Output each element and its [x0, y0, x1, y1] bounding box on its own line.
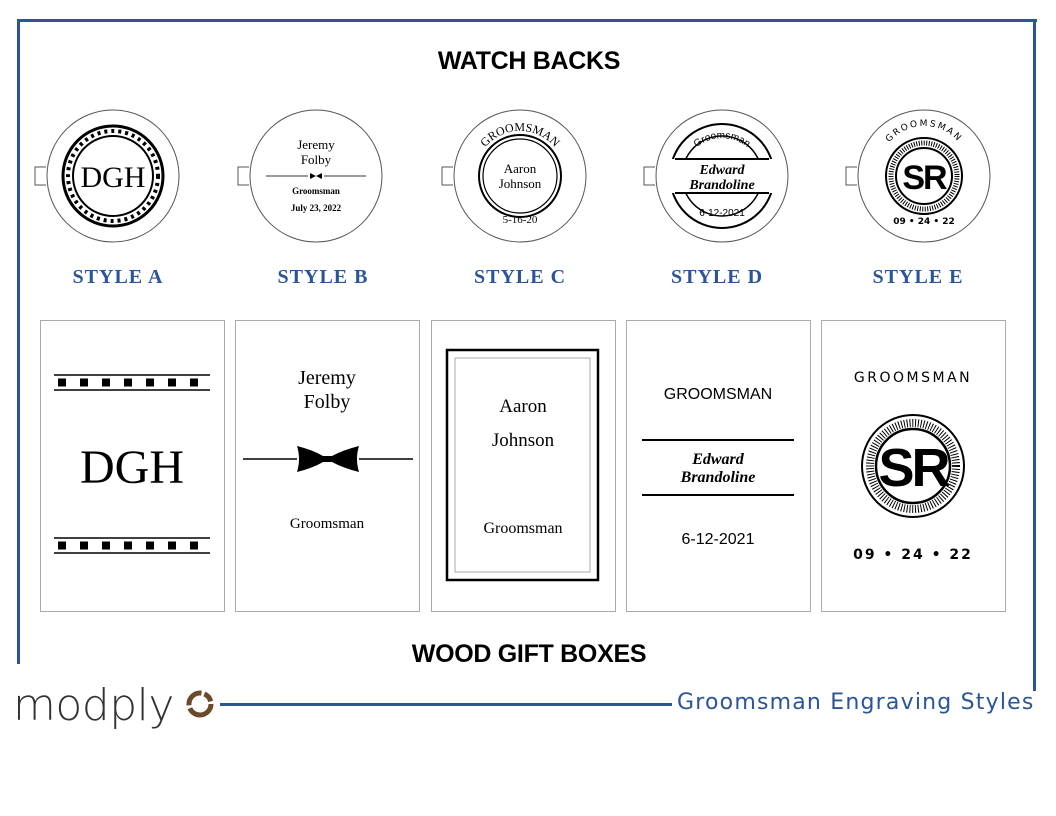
logo-text: modply — [13, 680, 174, 731]
bowtie-icon — [297, 446, 359, 472]
watch-last-name: Brandoline — [688, 178, 754, 193]
style-e-label: STYLE E — [872, 266, 964, 288]
frame-right-border — [1033, 19, 1036, 691]
watch-date: 09 • 24 • 22 — [893, 217, 955, 227]
wood-gift-boxes-title: WOOD GIFT BOXES — [411, 640, 647, 668]
watch-date: 5-16-20 — [503, 214, 538, 226]
footer-divider — [220, 703, 672, 706]
box-monogram: DGH — [80, 441, 184, 494]
box-role: GROOMSMAN — [854, 370, 972, 386]
box-first-name: Edward — [691, 451, 745, 468]
gift-box-style-a: DGH — [40, 320, 225, 612]
gift-box-style-d: GROOMSMAN Edward Brandoline 6-12-2021 — [626, 320, 811, 612]
box-date: 09 • 24 • 22 — [853, 547, 973, 563]
gift-box-style-c: Aaron Johnson Groomsman — [431, 320, 616, 612]
watch-back-style-d: Groomsman Edward Brandoline 6-12-2021 — [643, 109, 789, 243]
box-first-name: Aaron — [499, 396, 547, 417]
watch-date: July 23, 2022 — [291, 203, 342, 213]
frame-left-border — [17, 19, 20, 664]
watch-back-style-b: Jeremy Folby Groomsman July 23, 2022 — [237, 109, 383, 243]
watch-last-name: Johnson — [499, 176, 542, 191]
box-role: Groomsman — [483, 520, 562, 537]
box-last-name: Folby — [304, 391, 351, 413]
box-role: Groomsman — [290, 516, 365, 532]
style-b-label: STYLE B — [277, 266, 369, 288]
frame-top-border — [17, 19, 1037, 22]
modply-logo: modply — [13, 680, 174, 731]
watch-back-style-a: DGH — [34, 109, 180, 243]
gift-box-style-e: GROOMSMAN SR 09 • 24 • 22 — [821, 320, 1006, 612]
style-d-label: STYLE D — [670, 266, 764, 288]
watch-monogram: DGH — [81, 161, 146, 194]
watch-back-style-c: GROOMSMAN Aaron Johnson 5-16-20 — [441, 109, 587, 243]
box-first-name: Jeremy — [298, 367, 356, 389]
tagline: Groomsman Engraving Styles — [677, 690, 1035, 715]
box-role: GROOMSMAN — [664, 386, 772, 403]
watch-first-name: Edward — [698, 163, 745, 178]
box-last-name: Brandoline — [680, 469, 756, 486]
watch-role: Groomsman — [292, 186, 340, 196]
logo-ring-icon — [186, 690, 214, 718]
style-a-label: STYLE A — [72, 266, 164, 288]
box-monogram: SR — [878, 438, 949, 498]
watch-backs-title: WATCH BACKS — [437, 47, 621, 75]
watch-first-name: Aaron — [504, 161, 537, 176]
bowtie-icon — [310, 173, 322, 179]
style-c-label: STYLE C — [473, 266, 567, 288]
gift-box-style-b: Jeremy Folby Groomsman — [235, 320, 420, 612]
box-last-name: Johnson — [492, 430, 555, 451]
watch-back-style-e: GROOMSMAN SR 09 • 24 • 22 — [845, 109, 991, 243]
watch-date: 6-12-2021 — [699, 208, 745, 219]
watch-monogram: SR — [902, 159, 947, 197]
watch-first-name: Jeremy — [297, 137, 335, 152]
watch-last-name: Folby — [301, 152, 332, 167]
box-date: 6-12-2021 — [682, 531, 755, 548]
